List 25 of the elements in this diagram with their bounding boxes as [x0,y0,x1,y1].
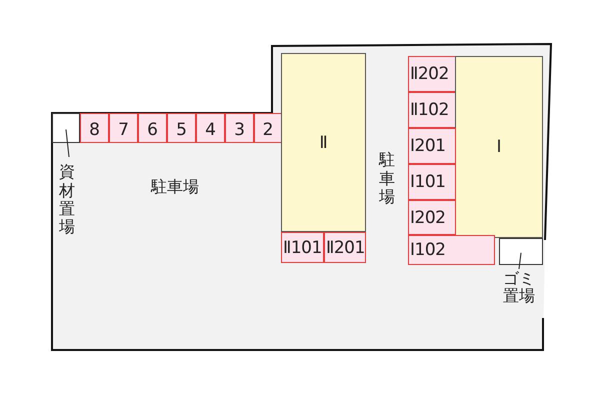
parking-space: Ⅱ202 [408,56,456,92]
storage-area-label: 資材置場 [58,158,76,242]
parking-lot-label: 駐車場 [150,176,200,198]
garbage-area-box [499,238,543,265]
parking-space: 5 [167,113,196,143]
storage-area-box [52,113,80,143]
parking-space: 7 [109,113,138,143]
parking-space: Ⅱ201 [324,232,366,263]
building: Ⅰ [455,56,543,238]
leader-line [518,252,522,270]
garbage-area-label: ゴミ置場 [497,270,541,306]
parking-space: Ⅱ102 [408,92,456,128]
parking-lot-label: 駐車場 [378,149,396,208]
leader-line [66,129,70,158]
parking-space: 4 [196,113,225,143]
parking-space: Ⅰ202 [408,200,456,235]
parking-space: 8 [80,113,109,143]
parking-space: 3 [225,113,254,143]
parking-space: Ⅰ101 [408,164,456,200]
parking-space: Ⅰ201 [408,128,456,164]
parking-space: 2 [254,113,282,143]
building: Ⅱ [281,53,366,232]
parking-space: Ⅱ101 [281,232,324,263]
parking-space: Ⅰ102 [408,235,495,265]
parking-space: 6 [138,113,167,143]
